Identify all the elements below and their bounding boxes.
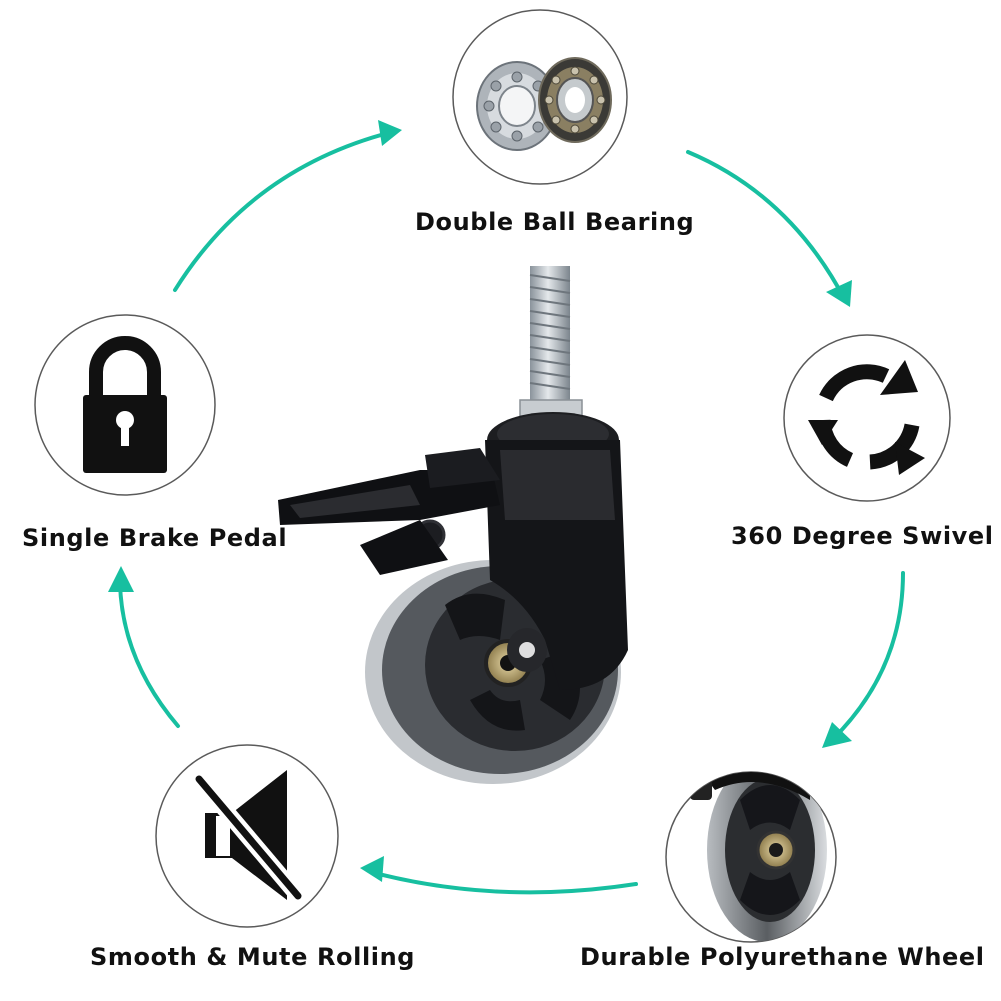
arrow-head-mute xyxy=(360,856,384,882)
arrow-head-bearing xyxy=(378,120,402,146)
cycle-arrows xyxy=(108,120,905,895)
feature-label-mute: Smooth & Mute Rolling xyxy=(90,943,416,971)
ball-bearing-icon xyxy=(476,57,612,151)
arrow-swivel-to-wheel xyxy=(830,571,905,742)
brake-feature xyxy=(34,314,216,496)
bearing-feature xyxy=(452,9,628,185)
wheel-feature xyxy=(665,771,837,943)
padlock-icon xyxy=(83,336,167,473)
arrow-head-brake xyxy=(108,566,134,592)
feature-label-wheel: Durable Polyurethane Wheel xyxy=(580,943,985,971)
swivel-feature xyxy=(783,334,951,502)
feature-label-swivel: 360 Degree Swivel xyxy=(731,522,994,550)
mute-feature xyxy=(155,744,339,928)
caster-wheel-icon xyxy=(278,266,628,784)
feature-label-brake: Single Brake Pedal xyxy=(22,524,288,552)
arrow-brake-to-bearing xyxy=(173,131,390,292)
feature-label-bearing: Double Ball Bearing xyxy=(415,208,695,236)
arrow-head-swivel xyxy=(826,280,852,307)
polyurethane-wheel-icon xyxy=(690,772,827,942)
arrow-head-wheel xyxy=(822,722,852,748)
arrow-mute-to-brake xyxy=(118,581,180,728)
arrow-bearing-to-swivel xyxy=(686,150,847,302)
arrow-wheel-to-mute xyxy=(373,871,638,895)
